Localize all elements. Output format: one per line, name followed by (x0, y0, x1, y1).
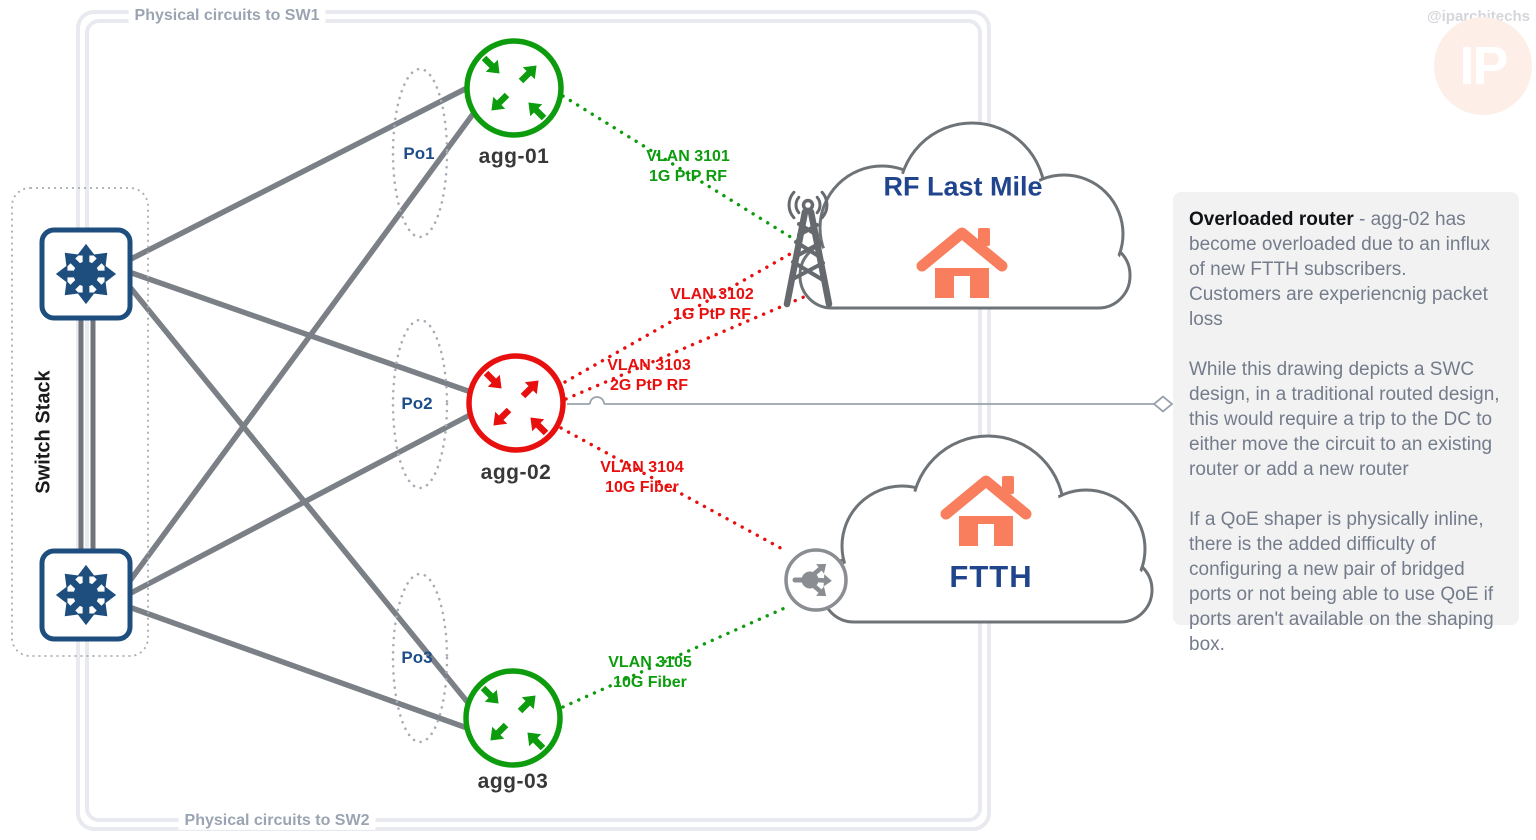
house-icon-ftth (940, 475, 1032, 546)
rf-last-mile-title: RF Last Mile (883, 171, 1043, 202)
agg-01-label: agg-01 (478, 144, 550, 168)
switch-icon-bottom (39, 548, 133, 642)
po2-ellipse (391, 318, 449, 490)
vlan-3102-label: VLAN 3102 1G PtP RF (670, 286, 754, 323)
note-p1-text: - agg-02 has become overloaded due to an… (1189, 209, 1491, 280)
note-paragraph-3: If a QoE shaper is physically inline, th… (1189, 509, 1494, 655)
router-icon-agg-02 (466, 353, 566, 453)
agg-02-label: agg-02 (480, 460, 552, 484)
mesh-links (126, 83, 476, 732)
stack-links (78, 318, 96, 552)
vlan-3101-line (561, 94, 799, 243)
frame-label-sw2: Physical circuits to SW2 (178, 811, 376, 831)
note-paragraph-1: Overloaded router - agg-02 has become ov… (1189, 207, 1503, 332)
diamond-connector (1152, 395, 1174, 413)
vlan-3103-line (564, 291, 815, 401)
ftth-cloud (820, 434, 1154, 624)
router-icon-agg-01 (464, 38, 564, 138)
house-icon-rf (916, 227, 1008, 298)
vlan-3105-label: VLAN 3105 10G Fiber (608, 654, 692, 691)
agg-03-label: agg-03 (477, 769, 549, 793)
switch-stack-label: Switch Stack (32, 370, 55, 494)
rf-last-mile-cloud (798, 121, 1132, 310)
note-connector (567, 395, 1174, 413)
vlan-3104-line (559, 426, 788, 553)
vlan-3104-label: VLAN 3104 10G Fiber (600, 459, 684, 496)
po1-label: Po1 (403, 144, 435, 164)
vlan-circuit-lines (559, 94, 815, 709)
vlan-3103-label: VLAN 3103 2G PtP RF (607, 357, 691, 394)
ip-logo: IP (1434, 17, 1532, 115)
splitter-icon (784, 548, 848, 612)
port-channel-ellipses (391, 67, 449, 744)
note-heading: Overloaded router (1189, 209, 1354, 230)
vlan-3101-label: VLAN 3101 1G PtP RF (646, 148, 730, 185)
vlan-3102-line (563, 248, 799, 384)
po3-label: Po3 (401, 648, 433, 668)
note-p1-line2: Customers are experiencnig packet loss (1189, 284, 1488, 330)
note-panel: Overloaded router - agg-02 has become ov… (1173, 192, 1519, 655)
physical-circuits-frame (76, 10, 991, 831)
ftth-title: FTTH (949, 559, 1033, 595)
frame-label-sw1: Physical circuits to SW1 (128, 6, 326, 26)
po2-label: Po2 (401, 394, 433, 414)
po3-ellipse (391, 572, 449, 744)
router-icon-agg-03 (463, 668, 563, 768)
switch-stack-boundary (11, 187, 149, 657)
po1-ellipse (391, 67, 449, 239)
note-paragraph-2: While this drawing depicts a SWC design,… (1189, 359, 1500, 480)
watermark-handle: @iparchitechs (1427, 8, 1530, 25)
radio-tower-icon (783, 190, 833, 308)
switch-icon-top (39, 227, 133, 321)
